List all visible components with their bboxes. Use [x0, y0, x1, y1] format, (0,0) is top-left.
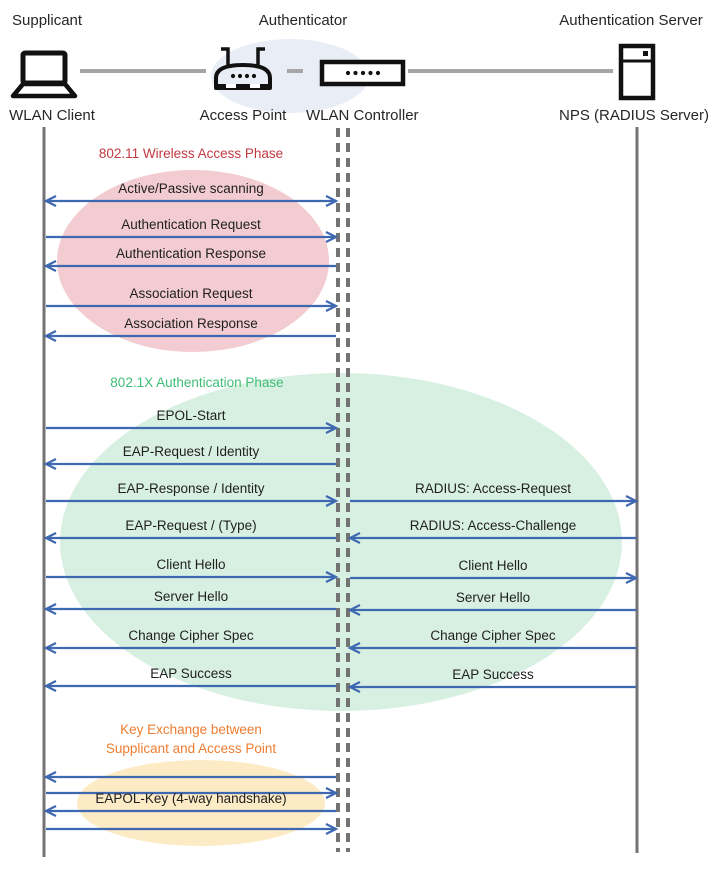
message-label: Association Request	[129, 286, 253, 301]
message-arrow	[46, 823, 339, 835]
message-arrow	[43, 330, 336, 342]
message-arrow	[347, 604, 636, 616]
wlan-controller-icon	[319, 59, 406, 87]
message-arrow	[43, 195, 339, 207]
message-label: EAPOL-Key (4-way handshake)	[95, 791, 287, 806]
message-label: Server Hello	[153, 589, 229, 604]
role-label-supplicant: Supplicant	[12, 12, 83, 29]
message-label: Association Response	[124, 316, 258, 331]
message-label: EAP Success	[452, 667, 534, 682]
message-label: Active/Passive scanning	[118, 181, 264, 196]
message-arrow	[350, 572, 639, 584]
message-arrow	[46, 571, 339, 583]
message-label: Client Hello	[458, 558, 528, 573]
message-arrow	[46, 231, 339, 243]
message-arrow	[347, 642, 636, 654]
message-label: Server Hello	[455, 590, 531, 605]
phase-title-8021x: 802.1X Authentication Phase	[110, 375, 284, 390]
message-arrow	[347, 681, 636, 693]
role-label-authentication-server: Authentication Server	[559, 12, 703, 29]
role-label-authenticator: Authenticator	[258, 12, 348, 29]
message-label: EAP-Request / (Type)	[125, 518, 257, 533]
laptop-icon	[10, 50, 78, 99]
message-arrow	[46, 495, 339, 507]
message-label: Change Cipher Spec	[430, 628, 556, 643]
message-arrow	[43, 260, 336, 272]
phase-title-keyexchange-line1: Key Exchange between	[120, 722, 262, 737]
message-arrow	[43, 771, 336, 783]
message-label: RADIUS: Access-Request	[414, 481, 572, 496]
actor-label-access-point: Access Point	[199, 107, 287, 124]
message-arrow	[43, 532, 336, 544]
phase-title-keyexchange-line2: Supplicant and Access Point	[105, 741, 277, 756]
actor-label-wlan-controller: WLAN Controller	[306, 107, 419, 124]
message-label: RADIUS: Access-Challenge	[409, 518, 577, 533]
message-label: EAP-Response / Identity	[117, 481, 265, 496]
message-arrow	[43, 642, 336, 654]
actor-label-wlan-client: WLAN Client	[9, 107, 95, 124]
message-label: EPOL-Start	[156, 408, 226, 423]
message-arrow	[43, 603, 336, 615]
message-arrow	[350, 495, 639, 507]
phase-8021x-ellipse	[60, 373, 622, 711]
phase-keyexchange-ellipse	[77, 760, 325, 846]
message-arrow	[43, 805, 336, 817]
server-icon	[618, 43, 656, 101]
message-arrow	[43, 458, 336, 470]
message-arrow	[46, 787, 339, 799]
message-label: Authentication Request	[121, 217, 261, 232]
phase-title-80211: 802.11 Wireless Access Phase	[98, 146, 284, 161]
message-label: EAP Success	[150, 666, 232, 681]
message-label: Authentication Response	[115, 246, 267, 261]
message-label: Change Cipher Spec	[128, 628, 254, 643]
message-label: EAP-Request / Identity	[122, 444, 260, 459]
message-arrow	[347, 532, 636, 544]
message-arrow	[46, 300, 339, 312]
message-arrow	[46, 422, 339, 434]
message-arrow	[43, 680, 336, 692]
actor-label-nps-radius-server: NPS (RADIUS Server)	[558, 107, 710, 124]
message-label: Client Hello	[156, 557, 226, 572]
access-point-icon	[214, 47, 272, 90]
